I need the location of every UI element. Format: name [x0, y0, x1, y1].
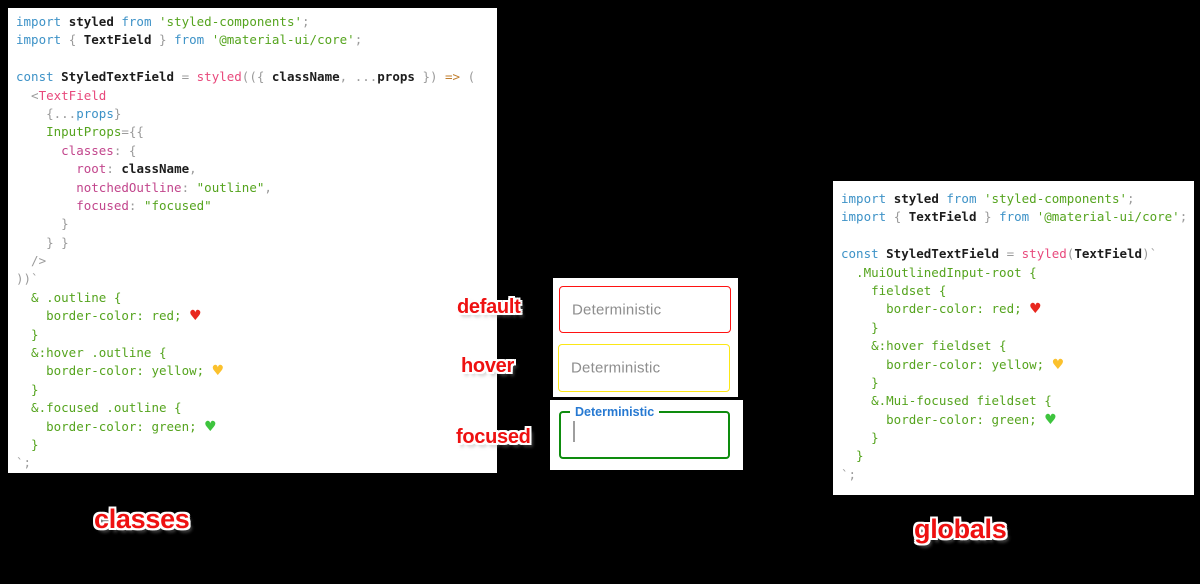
heart-green-icon: ♥: [204, 418, 217, 435]
text-cursor-icon: [573, 421, 575, 442]
state-label-default: default: [457, 296, 521, 318]
state-label-hover: hover: [461, 355, 514, 377]
code-line: }: [16, 216, 69, 232]
code-line: & .outline {: [16, 289, 122, 305]
heart-red-icon: ♥: [1029, 301, 1042, 318]
textfield-placeholder: Deterministic: [571, 359, 661, 377]
textfield-demo-panel: Deterministic Deterministic: [553, 278, 738, 397]
classes-code: import styled from 'styled-components'; i…: [16, 13, 497, 473]
code-line: import styled from 'styled-components';: [16, 14, 310, 29]
heart-yellow-icon: ♥: [211, 363, 225, 380]
code-line: .MuiOutlinedInput-root {: [841, 264, 1037, 280]
code-line: }: [841, 319, 879, 335]
code-line: notchedOutline: "outline",: [76, 179, 272, 195]
code-line: {...props}: [16, 105, 122, 121]
code-line: classes: {: [61, 142, 137, 158]
code-line: />: [16, 253, 47, 269]
code-line: fieldset {: [841, 282, 947, 298]
code-line: focused: "focused": [76, 197, 212, 213]
code-line: &.focused .outline {: [16, 400, 182, 416]
code-line: }: [16, 326, 39, 342]
code-line: root: className,: [76, 161, 197, 177]
code-line: &:hover .outline {: [16, 345, 167, 361]
code-line: }: [16, 381, 39, 397]
code-line: InputProps={{: [46, 124, 144, 140]
code-line: }: [841, 374, 879, 390]
heart-yellow-icon: ♥: [1051, 356, 1065, 373]
code-line: border-color: yellow; ♥: [841, 356, 1065, 373]
heart-red-icon: ♥: [189, 308, 202, 325]
textfield-focused[interactable]: Deterministic: [559, 405, 730, 459]
code-line: border-color: green; ♥: [16, 418, 217, 435]
textfield-floating-label: Deterministic: [570, 405, 660, 420]
state-label-focused: focused: [456, 426, 531, 448]
code-line: <TextField: [16, 87, 107, 103]
code-line: `;: [16, 455, 32, 471]
globals-code: import styled from 'styled-components'; i…: [841, 190, 1194, 484]
heart-green-icon: ♥: [1044, 411, 1057, 428]
code-line: &:hover fieldset {: [841, 338, 1007, 354]
textfield-placeholder: Deterministic: [572, 301, 662, 318]
caption-globals: globals: [914, 514, 1007, 544]
caption-classes: classes: [94, 504, 190, 534]
code-line: }: [841, 430, 879, 446]
code-line: border-color: yellow; ♥: [16, 363, 225, 380]
code-line: ))`: [16, 271, 39, 287]
textfield-demo-panel-focused: Deterministic: [550, 400, 743, 470]
code-line: [841, 227, 1194, 245]
code-line: border-color: red; ♥: [841, 301, 1042, 318]
textfield-hover[interactable]: Deterministic: [558, 344, 730, 392]
code-line: const StyledTextField = styled(TextField…: [841, 246, 1158, 262]
code-line: }: [16, 436, 39, 452]
textfield-default[interactable]: Deterministic: [559, 286, 731, 333]
code-line: import { TextField } from '@material-ui/…: [841, 209, 1188, 225]
code-line: import styled from 'styled-components';: [841, 191, 1135, 206]
globals-code-panel: import styled from 'styled-components'; i…: [833, 181, 1194, 495]
code-line: &.Mui-focused fieldset {: [841, 393, 1052, 409]
classes-code-panel: import styled from 'styled-components'; i…: [8, 8, 497, 473]
code-line: [16, 50, 497, 68]
code-line: border-color: green; ♥: [841, 411, 1057, 428]
code-line: border-color: red; ♥: [16, 308, 202, 325]
code-line: import { TextField } from '@material-ui/…: [16, 32, 363, 48]
code-line: const StyledTextField = styled(({ classN…: [16, 69, 476, 85]
code-line: `;: [841, 466, 857, 482]
code-line: }: [841, 448, 864, 464]
code-line: } }: [16, 234, 69, 250]
